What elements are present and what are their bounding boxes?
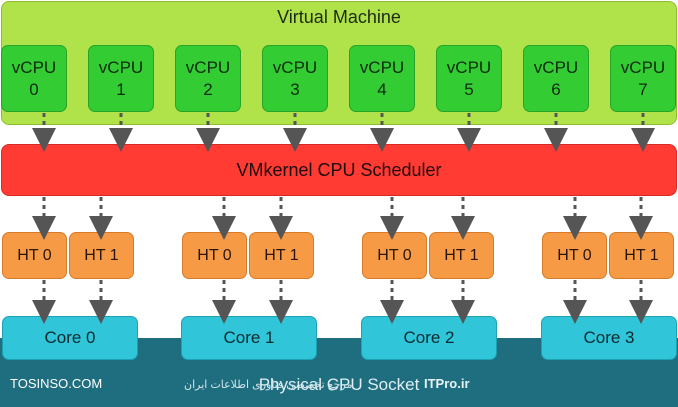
vcpu-2-number: 2 [203,80,213,99]
vcpu-1-number: 1 [116,80,126,99]
vcpu-6-number: 6 [551,80,561,99]
vcpu-2-name: vCPU [185,58,231,77]
vcpu-1-name: vCPU [98,58,144,77]
watermark-persian: مرجع تخصصی فناوری اطلاعات ایران [184,379,353,391]
vcpu-7-name: vCPU [620,58,666,77]
vcpu-4-box: vCPU 4 [349,45,415,112]
vmkernel-cpu-scheduler: VMkernel CPU Scheduler [1,144,677,196]
vcpu-5-number: 5 [464,80,474,99]
watermark-itpro: ITPro.ir [424,376,470,391]
vcpu-5-box: vCPU 5 [436,45,502,112]
core-2-ht-1: HT 1 [429,232,494,279]
vcpu-0-name: vCPU [11,58,57,77]
vcpu-3-name: vCPU [272,58,318,77]
core-0: Core 0 [2,316,138,360]
vcpu-0-box: vCPU 0 [1,45,67,112]
vcpu-3-number: 3 [290,80,300,99]
vcpu-4-number: 4 [377,80,387,99]
vcpu-5-name: vCPU [446,58,492,77]
vcpu-7-box: vCPU 7 [610,45,676,112]
core-3-ht-0: HT 0 [542,232,607,279]
vcpu-7-number: 7 [638,80,648,99]
vcpu-2-box: vCPU 2 [175,45,241,112]
vcpu-4-name: vCPU [359,58,405,77]
virtual-machine-title: Virtual Machine [277,7,401,27]
vcpu-6-name: vCPU [533,58,579,77]
core-3: Core 3 [541,316,677,360]
core-2-ht-0: HT 0 [362,232,427,279]
vcpu-0-number: 0 [29,80,39,99]
vcpu-3-box: vCPU 3 [262,45,328,112]
core-1: Core 1 [181,316,317,360]
vcpu-1-box: vCPU 1 [88,45,154,112]
vcpu-6-box: vCPU 6 [523,45,589,112]
watermark-tosinso: TOSINSO.COM [10,376,103,391]
physical-cpu-socket-label: Physical CPU Socket [258,375,420,394]
